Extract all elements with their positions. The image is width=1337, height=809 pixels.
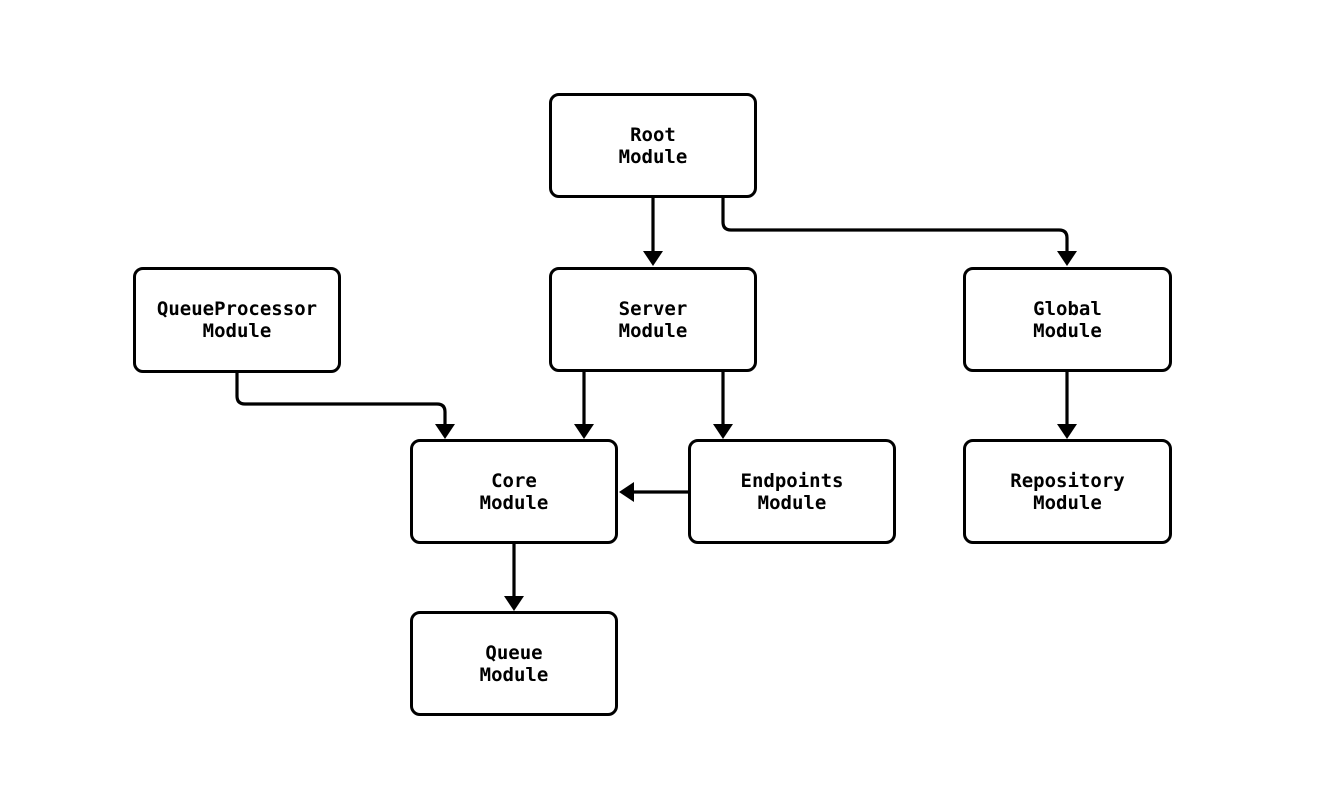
node-server-module-label: Server Module xyxy=(618,297,688,342)
node-queue-module-label: Queue Module xyxy=(479,641,549,686)
node-global-module[interactable]: Global Module xyxy=(963,267,1172,372)
node-root-module-label: Root Module xyxy=(618,123,688,168)
node-root-module[interactable]: Root Module xyxy=(549,93,757,198)
node-core-module-label: Core Module xyxy=(479,469,549,514)
edge-root-to-server xyxy=(643,198,663,266)
edge-core-to-queue xyxy=(504,544,524,611)
edge-server-to-core xyxy=(574,372,594,439)
node-queueprocessor-module-label: QueueProcessor Module xyxy=(156,298,318,342)
edge-global-to-repository xyxy=(1057,372,1077,439)
node-queueprocessor-module[interactable]: QueueProcessor Module xyxy=(133,267,341,373)
node-server-module[interactable]: Server Module xyxy=(549,267,757,372)
node-repository-module[interactable]: Repository Module xyxy=(963,439,1172,544)
edge-endpoints-to-core xyxy=(619,482,688,502)
node-core-module[interactable]: Core Module xyxy=(410,439,618,544)
edge-root-to-global xyxy=(721,198,1077,266)
node-global-module-label: Global Module xyxy=(1033,297,1102,342)
node-queue-module[interactable]: Queue Module xyxy=(410,611,618,716)
edge-queueprocessor-to-core xyxy=(235,373,455,439)
node-endpoints-module-label: Endpoints Module xyxy=(740,469,844,514)
edge-server-to-endpoints xyxy=(713,372,733,439)
node-endpoints-module[interactable]: Endpoints Module xyxy=(688,439,896,544)
node-repository-module-label: Repository Module xyxy=(1010,469,1125,514)
